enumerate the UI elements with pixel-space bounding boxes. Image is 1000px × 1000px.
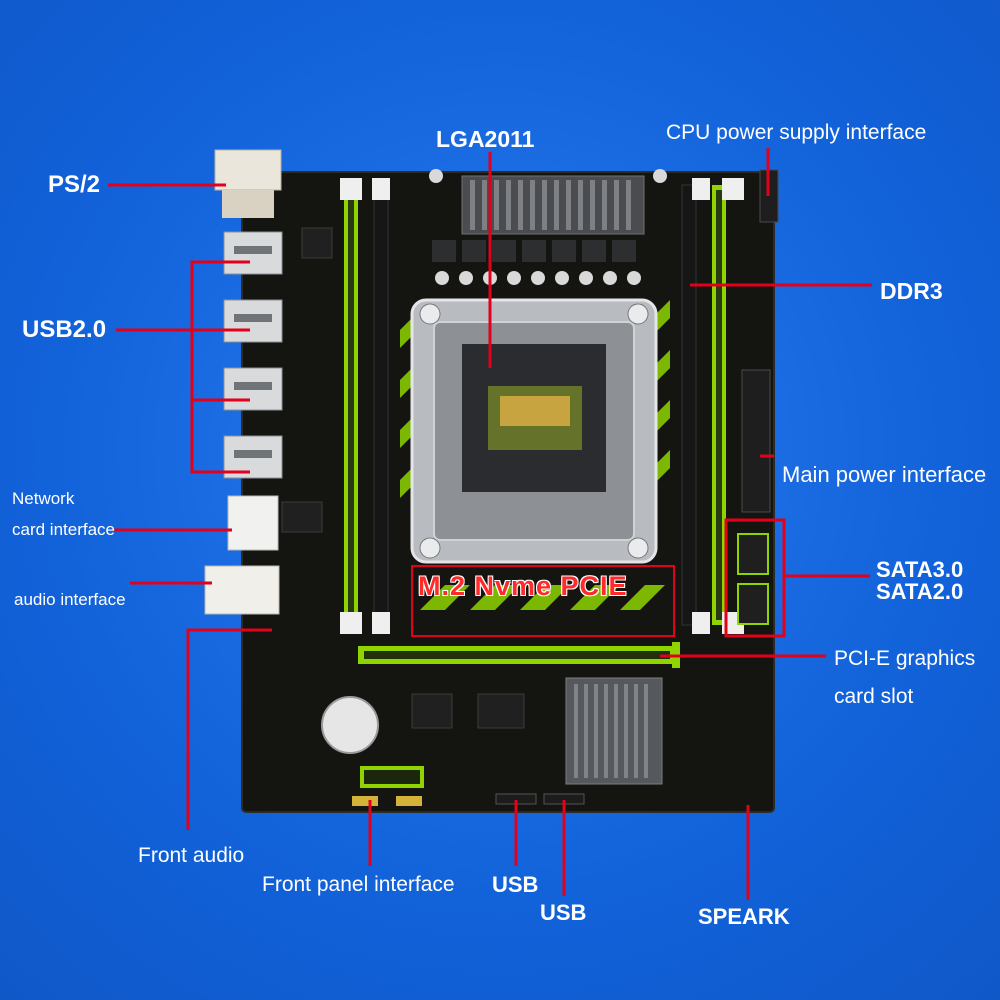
ps2-port-lower bbox=[222, 190, 274, 218]
network-port bbox=[227, 495, 279, 551]
audio-port bbox=[204, 565, 280, 615]
lga2011-label: LGA2011 bbox=[436, 126, 535, 152]
dimm-slots-left bbox=[340, 178, 390, 634]
chipset-heatsink bbox=[565, 677, 663, 785]
network-label-line2: card interface bbox=[12, 520, 115, 539]
m2-nvme-label: M.2 Nvme PCIE bbox=[418, 571, 628, 601]
speark-label: SPEARK bbox=[698, 904, 790, 929]
ddr3-label: DDR3 bbox=[880, 278, 943, 304]
audio-interface-label: audio interface bbox=[14, 590, 126, 609]
usb-label-b: USB bbox=[540, 900, 587, 925]
front-panel-label: Front panel interface bbox=[262, 873, 455, 896]
board-chips bbox=[281, 227, 525, 729]
front-headers bbox=[352, 766, 585, 806]
ps2-label: PS/2 bbox=[48, 171, 101, 198]
callout-lines bbox=[108, 148, 872, 900]
network-label-line1: Network bbox=[12, 489, 75, 508]
pcie-label-line2: card slot bbox=[834, 685, 914, 708]
pcie-label-line1: PCI-E graphics bbox=[834, 647, 976, 670]
usb20-label: USB2.0 bbox=[22, 316, 107, 343]
main-power-connector bbox=[741, 369, 771, 513]
cpu-socket bbox=[410, 298, 658, 564]
cpu-power-label: CPU power supply interface bbox=[666, 121, 927, 144]
vrm-heatsink bbox=[429, 169, 667, 285]
sata-ports bbox=[724, 518, 786, 638]
main-power-label: Main power interface bbox=[782, 462, 987, 487]
cmos-battery bbox=[321, 696, 379, 754]
sata2-label: SATA2.0 bbox=[876, 579, 964, 604]
sata3-label: SATA3.0 bbox=[876, 557, 964, 582]
front-audio-label: Front audio bbox=[138, 844, 245, 867]
m2-slot-box bbox=[411, 565, 675, 637]
usb-label-a: USB bbox=[492, 872, 539, 897]
dimm-slots-right bbox=[681, 178, 744, 634]
